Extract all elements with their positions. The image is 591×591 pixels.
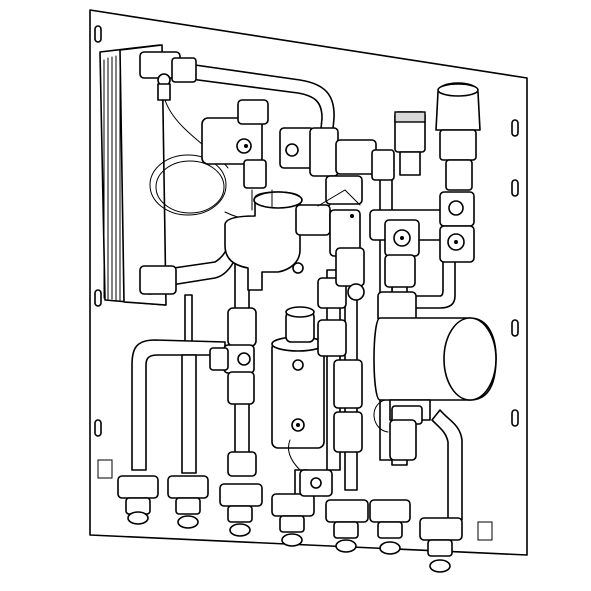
meter-unit (271, 306, 325, 449)
bottom-connections (117, 469, 463, 573)
inline-fittings (209, 247, 417, 477)
hx-fittings (139, 51, 197, 295)
circulation-pump (373, 291, 497, 425)
plate-heat-exchanger (99, 44, 167, 306)
upper-valve-body (201, 99, 395, 205)
detail-lines (244, 144, 458, 471)
right-valve-cluster (369, 82, 481, 263)
mounting-slots (94, 25, 519, 437)
